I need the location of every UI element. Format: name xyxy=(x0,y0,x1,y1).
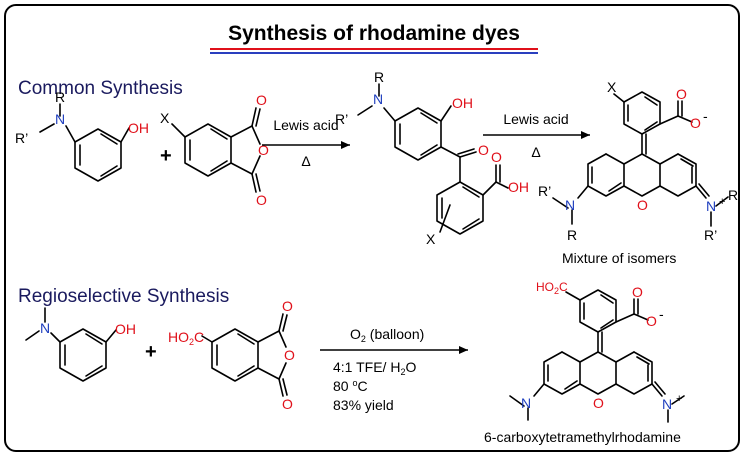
carboxyphthalic-anhydride-reactant xyxy=(201,313,288,397)
product-atom-x: X xyxy=(607,79,617,95)
regio-reagent-carboxyl: HO2C xyxy=(168,329,204,347)
common-synthesis-heading: Common Synthesis xyxy=(18,78,183,99)
intermediate-atom-r-prime: R’ xyxy=(335,111,348,127)
product-caption: Mixture of isomers xyxy=(562,250,676,266)
product-atom-r-prime-right: R’ xyxy=(704,227,717,243)
atom-o-ring: O xyxy=(258,142,269,158)
atom-r: R xyxy=(55,89,65,105)
intermediate-atom-r: R xyxy=(374,69,384,85)
step1-reagent: Lewis acid xyxy=(273,117,338,133)
plus-sign: + xyxy=(160,145,172,167)
tamra-product xyxy=(509,289,685,423)
scheme-frame xyxy=(4,4,740,452)
regio-atom-oh: OH xyxy=(115,321,136,337)
phthalic-anhydride-reactant xyxy=(171,107,261,193)
regio-atom-n: N xyxy=(40,320,50,336)
intermediate-atom-o-ketone: O xyxy=(478,142,489,158)
regio-plus-sign: + xyxy=(145,341,157,363)
tamra-atom-n-right: N xyxy=(662,396,672,412)
regio-yield: 83% yield xyxy=(333,397,394,413)
product-plus-charge: + xyxy=(719,196,725,208)
product-atom-o-carboxylate: O xyxy=(690,115,701,131)
product-atom-r-left: R xyxy=(567,227,577,243)
tamra-carboxyl: HO2C xyxy=(536,280,568,296)
reaction-arrow-2-head xyxy=(581,131,590,139)
regio-atom-o-ring: O xyxy=(284,347,295,363)
aminophenol-reactant xyxy=(39,103,130,182)
atom-n: N xyxy=(55,111,65,127)
regio-atom-o-top: O xyxy=(282,298,293,314)
intermediate-atom-o-acid: O xyxy=(491,149,502,165)
product-atom-r-right: R xyxy=(728,187,738,203)
tamra-atom-o-xanthene: O xyxy=(593,395,604,411)
reaction-arrow-1-head xyxy=(341,141,350,149)
regio-oxidant: O2 (balloon) xyxy=(350,326,424,344)
tamra-atom-n-left: N xyxy=(521,395,531,411)
tamra-atom-o-carboxylate: O xyxy=(646,313,657,329)
intermediate-atom-oh-acid: OH xyxy=(508,179,529,195)
tamra-atom-o-carbonyl: O xyxy=(632,284,643,300)
atom-o-carbonyl-bottom: O xyxy=(256,192,267,208)
atom-oh: OH xyxy=(128,120,149,136)
benzophenone-intermediate xyxy=(357,83,509,235)
rhodamine-product-common xyxy=(552,91,729,227)
regio-temperature: 80 oC xyxy=(333,378,368,394)
product-minus-charge: - xyxy=(703,108,708,124)
product-atom-o-carbonyl: O xyxy=(676,86,687,102)
regio-solvent: 4:1 TFE/ H2O xyxy=(333,359,416,377)
dimethylaminophenol-reactant xyxy=(25,307,117,382)
intermediate-atom-n: N xyxy=(373,91,383,107)
atom-o-carbonyl-top: O xyxy=(256,92,267,108)
product-atom-o-xanthene: O xyxy=(637,197,648,213)
product-atom-r-prime-left: R’ xyxy=(538,183,551,199)
tamra-minus-charge: - xyxy=(659,306,664,322)
intermediate-atom-oh: OH xyxy=(452,95,473,111)
product-atom-n-left: N xyxy=(565,197,575,213)
step2-reagent: Lewis acid xyxy=(503,111,568,127)
step2-condition: Δ xyxy=(531,144,540,160)
regio-atom-o-bottom: O xyxy=(282,396,293,412)
intermediate-atom-x: X xyxy=(426,231,436,247)
atom-x: X xyxy=(160,110,170,126)
tamra-product-name: 6-carboxytetramethylrhodamine xyxy=(484,429,681,445)
product-atom-n-right: N xyxy=(706,198,716,214)
regio-reaction-arrow-head xyxy=(459,346,468,354)
tamra-plus-charge: + xyxy=(676,393,682,405)
regioselective-synthesis-heading: Regioselective Synthesis xyxy=(18,286,229,307)
atom-r-prime: R’ xyxy=(15,130,28,146)
step1-condition: Δ xyxy=(301,153,310,169)
scheme-title: Synthesis of rhodamine dyes xyxy=(228,22,520,45)
